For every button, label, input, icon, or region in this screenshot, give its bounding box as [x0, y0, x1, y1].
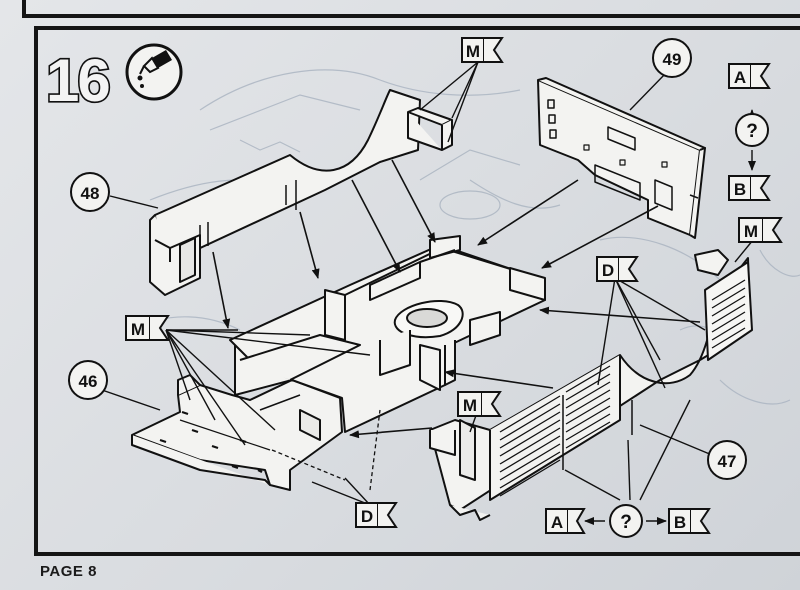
- flag-a-bottom: A: [545, 508, 586, 534]
- step-frame: [34, 26, 800, 556]
- page-number: PAGE 8: [40, 563, 97, 580]
- flag-m-bottom: M: [457, 391, 502, 417]
- dashed-guides: [271, 409, 381, 491]
- flag-a-right: A: [728, 63, 771, 89]
- part-number-46: 46: [68, 360, 108, 400]
- part-number-49-text: 49: [663, 50, 682, 69]
- flag-b-bottom-text: B: [674, 513, 686, 532]
- grille-47: [499, 279, 746, 497]
- part-47-right-wall: [429, 249, 753, 521]
- leader-lines: [101, 61, 756, 525]
- glue-tube-icon: [125, 43, 183, 101]
- part-49-rear-wall: [537, 77, 706, 239]
- assembly-arrows: [212, 159, 701, 439]
- flag-b-right-text: B: [734, 180, 746, 199]
- flag-d-right-text: D: [602, 261, 614, 280]
- flag-m-top: M: [461, 37, 504, 63]
- part-48-left-wall: [149, 89, 453, 296]
- flag-m-right-text: M: [744, 222, 758, 241]
- step-number: 16: [46, 47, 109, 114]
- part-number-47-text: 47: [718, 452, 737, 471]
- flag-d-right: D: [596, 256, 639, 282]
- flag-d-bottom: D: [355, 502, 398, 528]
- flag-d-bottom-text: D: [361, 507, 373, 526]
- part-number-48: 48: [70, 172, 110, 212]
- flag-m-right: M: [738, 217, 783, 243]
- part-number-46-text: 46: [79, 372, 98, 391]
- flag-m-left: M: [125, 315, 170, 341]
- part-number-49: 49: [652, 38, 692, 78]
- flag-m-left-text: M: [131, 320, 145, 339]
- question-circle-right: ?: [735, 113, 769, 147]
- previous-step-border: [22, 0, 800, 18]
- part-number-47: 47: [707, 440, 747, 480]
- question-mark-right: ?: [746, 121, 758, 142]
- part-number-48-text: 48: [81, 184, 100, 203]
- flag-a-right-text: A: [734, 68, 746, 87]
- question-mark-bottom: ?: [620, 512, 632, 533]
- ghost-background-drawing: [129, 69, 800, 405]
- flag-a-bottom-text: A: [551, 513, 563, 532]
- floor-structure-center: [229, 235, 546, 441]
- flag-b-right: B: [728, 175, 771, 201]
- question-circle-bottom: ?: [609, 504, 643, 538]
- flag-m-bottom-text: M: [463, 396, 477, 415]
- flag-b-bottom: B: [668, 508, 711, 534]
- flag-m-top-text: M: [466, 42, 480, 61]
